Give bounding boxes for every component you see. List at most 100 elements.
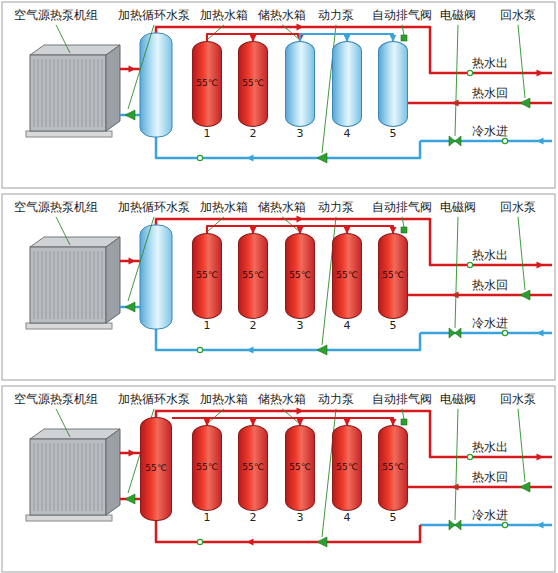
panel-frame (2, 2, 555, 188)
unit-fin (102, 59, 103, 127)
unit-fin (58, 443, 59, 511)
unit-fin (86, 251, 87, 319)
pipe-label: 冷水进 (472, 125, 508, 139)
unit-fin (50, 59, 51, 127)
storage-tank: 55℃5 (378, 425, 408, 511)
part-label: 储热水箱 (258, 9, 306, 23)
pipe-connector (253, 418, 300, 425)
leader-line (518, 25, 525, 98)
tank-number: 4 (333, 128, 361, 140)
unit-fin (62, 443, 63, 511)
unit-side (106, 237, 120, 323)
tank-body: 55℃ (379, 426, 407, 510)
unit-fin (82, 59, 83, 127)
heating-circulation-tank (140, 225, 172, 329)
temperature-label: 55℃ (336, 271, 358, 281)
panel (2, 386, 555, 572)
unit-fin (70, 59, 71, 127)
tank-body: 55℃ (239, 426, 267, 510)
flow-arrow (247, 347, 254, 354)
tank-body: 55℃ (379, 234, 407, 318)
panel-frame (2, 386, 555, 572)
pipe-label: 热水回 (472, 279, 508, 293)
storage-tank: 55℃1 (192, 41, 222, 127)
unit-fin (38, 443, 39, 511)
storage-tank: 4 (332, 41, 362, 127)
tank-body: 55℃ (286, 426, 314, 510)
unit-fin (86, 443, 87, 511)
part-label: 加热循环水泵 (118, 393, 190, 407)
leader-line (402, 409, 404, 419)
part-label: 储热水箱 (258, 393, 306, 407)
flow-arrow (247, 539, 254, 546)
bottom-pipe (156, 521, 420, 542)
part-label: 储热水箱 (258, 201, 306, 215)
flow-arrow (537, 70, 544, 77)
valve (502, 522, 507, 527)
unit-side (106, 429, 120, 515)
tank-number: 5 (379, 320, 407, 332)
leader-line (56, 25, 70, 53)
leader-line (128, 25, 154, 109)
part-label: 电磁阀 (440, 201, 476, 215)
tank-body: 55℃ (333, 234, 361, 318)
unit-fin (82, 251, 83, 319)
tank-number: 1 (193, 320, 221, 332)
solenoid-valve (449, 520, 455, 530)
part-label: 空气源热泵机组 (14, 9, 98, 23)
tank-number: 5 (379, 128, 407, 140)
leader-line (56, 409, 70, 437)
pipe-label: 热水回 (472, 471, 508, 485)
tank-number: 3 (286, 512, 314, 524)
unit-fin (74, 251, 75, 319)
unit-fin (46, 443, 47, 511)
storage-tank: 55℃2 (238, 41, 268, 127)
unit-fin (54, 59, 55, 127)
pipe-connector (253, 34, 300, 41)
heat-pump-unit (26, 45, 120, 137)
solenoid-valve (455, 328, 461, 338)
tank-body (333, 42, 361, 126)
unit-fin (98, 443, 99, 511)
unit-fin (50, 443, 51, 511)
pipe-connector (300, 226, 347, 233)
panel-frame (2, 194, 555, 380)
unit-fin (102, 251, 103, 319)
pipe-label: 冷水进 (472, 317, 508, 331)
tank-body (379, 42, 407, 126)
unit-fin (38, 59, 39, 127)
flow-arrow (537, 138, 544, 145)
tank-number: 2 (239, 320, 267, 332)
leader-line (455, 217, 458, 328)
unit-fin (34, 443, 35, 511)
tank-number: 1 (193, 512, 221, 524)
unit-fin (66, 443, 67, 511)
unit-front (30, 55, 106, 131)
valve (197, 155, 202, 160)
leader-line (207, 25, 224, 40)
part-label: 自动排气阀 (372, 201, 432, 215)
unit-fin (54, 443, 55, 511)
solenoid-valve (449, 136, 455, 146)
tank-number: 4 (333, 512, 361, 524)
unit-fin (94, 251, 95, 319)
leader-line (207, 409, 224, 424)
unit-fin (62, 59, 63, 127)
leader-line (282, 25, 300, 40)
pipe-connector (207, 226, 253, 233)
pipe-label: 热水回 (472, 87, 508, 101)
tank-body: 55℃ (239, 42, 267, 126)
unit-fin (58, 251, 59, 319)
unit-base (26, 131, 112, 137)
storage-tank: 55℃2 (238, 425, 268, 511)
solenoid-valve (449, 328, 455, 338)
air-vent-valve (401, 227, 407, 233)
unit-front (30, 247, 106, 323)
heating-circulation-tank (140, 33, 172, 137)
part-label: 动力泵 (318, 393, 354, 407)
part-label: 电磁阀 (440, 9, 476, 23)
unit-fin (90, 251, 91, 319)
unit-fin (46, 251, 47, 319)
flow-arrow (537, 522, 544, 529)
tank-body: 55℃ (239, 234, 267, 318)
